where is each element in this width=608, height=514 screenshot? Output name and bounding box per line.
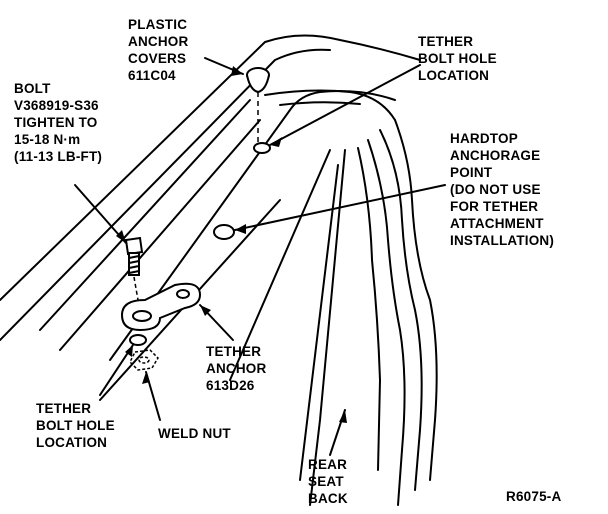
seat-back-outline-1: [394, 119, 438, 481]
weld-nut-shape: [129, 349, 159, 371]
tether-anchor-shape: [120, 282, 202, 332]
bolt-shape: [124, 236, 144, 276]
seat-back-lower: [229, 149, 331, 381]
label-tether-bolt-hole-top: TETHER BOLT HOLE LOCATION: [418, 34, 497, 83]
arrow-heads: [116, 66, 347, 423]
seat-back-side-2: [299, 164, 339, 481]
label-bolt: BOLT V368919-S36 TIGHTEN TO 15-18 N·m (1…: [14, 81, 103, 164]
label-hardtop-anchorage-point: HARDTOP ANCHORAGE POINT (DO NOT USE FOR …: [450, 131, 555, 248]
tether-bolt-hole-bottom: [129, 334, 147, 346]
label-weld-nut: WELD NUT: [158, 426, 231, 441]
pillar-line-1: [39, 99, 251, 331]
hardtop-anchorage-hole: [213, 224, 235, 240]
plastic-anchor-cover-shape: [246, 67, 270, 94]
tether-bolt-hole-top: [253, 142, 271, 154]
roof-edge-inner: [0, 48, 331, 341]
label-rear-seat-back: REAR SEAT BACK: [308, 457, 348, 506]
roof-trim-2: [279, 101, 361, 106]
arrow-top-hole: [269, 64, 421, 146]
label-tether-bolt-hole-bottom: TETHER BOLT HOLE LOCATION: [36, 401, 115, 450]
arrow-hardtop: [234, 184, 446, 231]
label-tether-anchor: TETHER ANCHOR 613D26: [206, 344, 267, 393]
seat-back-side: [309, 149, 346, 506]
figure-code: R6075-A: [506, 489, 562, 504]
pillar-line-2: [59, 119, 261, 351]
seat-back-outline-3: [367, 139, 406, 506]
seat-back-outline-2: [379, 129, 423, 491]
roof-trim: [264, 89, 396, 121]
roof-edge-outer: [0, 34, 421, 301]
seat-back-outline-4: [357, 147, 381, 471]
arrow-bolt: [74, 184, 127, 244]
bolt-axis-dash: [133, 276, 139, 301]
label-plastic-anchor-covers: PLASTIC ANCHOR COVERS 611C04: [128, 17, 189, 83]
